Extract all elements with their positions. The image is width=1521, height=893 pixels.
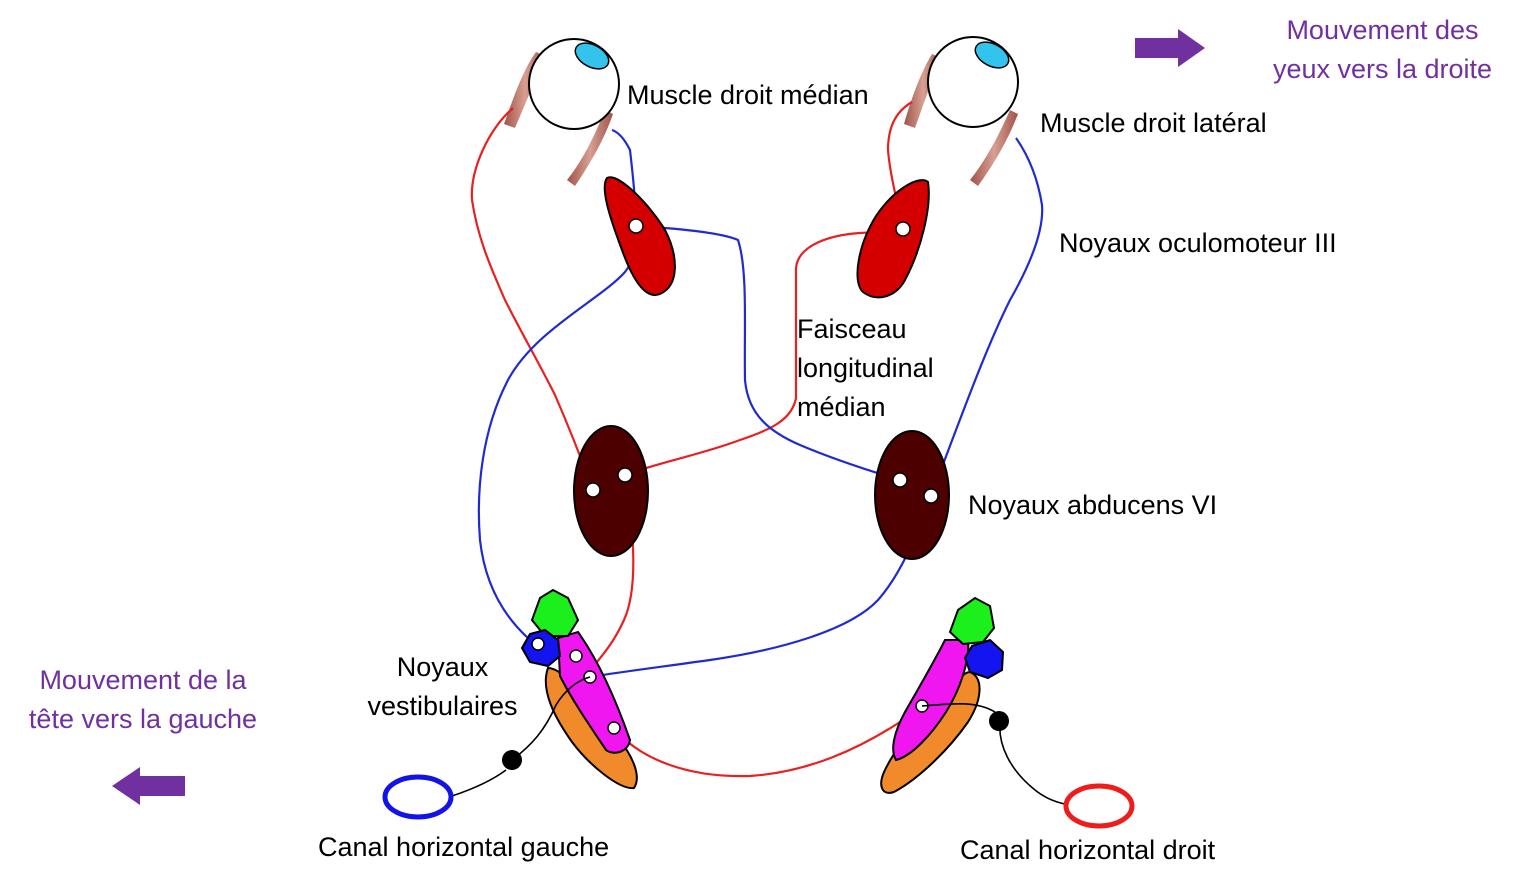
label-vestibulaires-line2: vestibulaires (367, 691, 518, 722)
right-eye-group (904, 36, 1019, 186)
eyes-right-arrow-icon (1135, 29, 1205, 67)
red-pathway-left-medial (470, 107, 595, 491)
head-left-arrow-icon (112, 767, 185, 805)
right-horizontal-canal (1063, 783, 1135, 829)
right-vestibular-magenta (892, 639, 970, 762)
right-vestibular-green (948, 596, 996, 646)
right-abducens-nucleus (874, 430, 950, 560)
label-muscle-droit-median: Muscle droit médian (627, 80, 869, 110)
right-ganglion-to-canal (999, 721, 1066, 805)
blue-pathway-oculomotor-to-abducens (635, 224, 901, 482)
left-oculomotor-nucleus (603, 176, 676, 296)
left-vestibular-nuclei (520, 588, 638, 790)
label-vestibulaires-line1: Noyaux (396, 652, 489, 682)
left-vestibular-synapse-4 (607, 721, 621, 735)
label-canal-horizontal-gauche: Canal horizontal gauche (318, 832, 610, 862)
right-oculomotor-synapse (895, 221, 911, 237)
right-oculomotor-nucleus (856, 179, 930, 299)
left-canal-to-ganglion (451, 769, 507, 797)
left-oculomotor-synapse (628, 218, 644, 234)
label-muscle-droit-lateral: Muscle droit latéral (1040, 108, 1267, 138)
label-faisceau-line2: longitudinal (797, 353, 934, 384)
left-lateral-rectus-muscle (567, 110, 613, 186)
label-canal-horizontal-droit: Canal horizontal droit (960, 835, 1216, 865)
right-vestibular-nuclei (880, 596, 1005, 794)
abducens-nuclei (573, 425, 950, 560)
left-eye-group (504, 38, 620, 186)
left-horizontal-canal (382, 774, 454, 820)
caption-yeux-line2: yeux vers la droite (1272, 54, 1493, 85)
right-vestibular-blue (963, 638, 1005, 680)
right-vestibular-ganglion (989, 711, 1009, 731)
blue-pathway-abducens-to-vestibular (589, 495, 933, 679)
left-abducens-nucleus (573, 425, 649, 557)
left-vestibular-synapse-2 (569, 649, 583, 663)
label-faisceau-line1: Faisceau (797, 314, 907, 344)
right-nucleus-to-ganglion (921, 702, 996, 713)
label-noyaux-oculomoteur: Noyaux oculomoteur III (1059, 228, 1337, 258)
caption-mouvement-yeux: Mouvement des yeux vers la droite (1255, 11, 1510, 89)
label-noyaux-vestibulaires: Noyaux vestibulaires (355, 648, 530, 726)
right-abducens-synapse-a (892, 472, 908, 488)
caption-mouvement-tete: Mouvement de la tête vers la gauche (12, 661, 274, 739)
label-faisceau-longitudinal-median: Faisceau longitudinal médian (797, 310, 934, 427)
left-vestibular-green (530, 588, 580, 637)
right-abducens-synapse-b (923, 488, 939, 504)
caption-yeux-line1: Mouvement des (1286, 15, 1479, 45)
caption-tete-line2: tête vers la gauche (28, 704, 258, 735)
right-lateral-rectus-muscle (970, 110, 1018, 186)
left-iris (574, 42, 610, 70)
red-pathways (470, 101, 923, 778)
canal-connections (451, 676, 1066, 805)
label-faisceau-line3: médian (797, 392, 886, 423)
left-ganglion-to-nucleus (511, 676, 591, 761)
label-noyaux-abducens: Noyaux abducens VI (968, 490, 1218, 520)
blue-pathway-left-oculomotor (477, 225, 639, 646)
left-abducens-synapse-a (585, 482, 601, 498)
left-vestibular-synapse-1 (531, 637, 545, 651)
left-abducens-synapse-b (617, 467, 633, 483)
red-pathway-crossing (613, 705, 923, 778)
right-iris (974, 41, 1010, 69)
left-vestibular-ganglion (502, 750, 522, 770)
caption-tete-line1: Mouvement de la (39, 665, 247, 695)
blue-pathway-right-lateral (929, 137, 1044, 497)
oculomotor-nuclei (603, 176, 930, 299)
